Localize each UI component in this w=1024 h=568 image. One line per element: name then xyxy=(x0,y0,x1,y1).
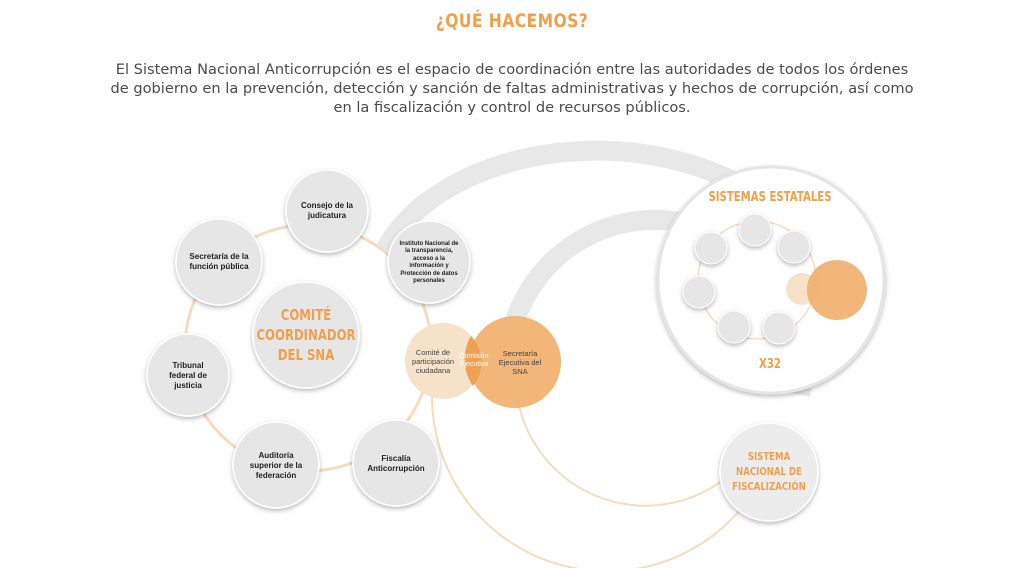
label-secretaria-ejecutiva: Secretaría Ejecutiva del SNA xyxy=(498,348,542,376)
estatales-circle xyxy=(656,165,886,395)
state-node xyxy=(717,310,751,344)
label-auditoria: Auditoría superior de la federación xyxy=(249,451,303,480)
label-fiscalizacion: SISTEMA NACIONAL DE FISCALIZACIÓN xyxy=(732,449,806,493)
venn-overlap xyxy=(464,336,482,386)
node-center xyxy=(252,281,360,389)
node-inai xyxy=(387,220,471,304)
label-inai: Instituto Nacional de la transparencia, … xyxy=(399,240,459,285)
label-comite-coordinador: COMITÉ COORDINADOR DEL SNA xyxy=(256,306,356,364)
gray-arc-outer xyxy=(376,140,777,255)
label-consejo: Consejo de la judicatura xyxy=(300,201,353,220)
page-title: ¿QUÉ HACEMOS? xyxy=(435,10,589,32)
label-comision-ejecutiva: Comisión Ejecutiva xyxy=(459,352,489,369)
connector-arc-right xyxy=(516,394,736,507)
label-secretaria-fp: Secretaría de la función pública xyxy=(189,252,249,271)
label-comite-participacion: Comité de participación ciudadana xyxy=(411,347,455,375)
state-node xyxy=(694,231,728,265)
intro-paragraph: El Sistema Nacional Anticorrupción es el… xyxy=(110,61,914,116)
node-fiscalizacion xyxy=(719,422,819,522)
estatales-title: SISTEMAS ESTATALES xyxy=(708,189,832,205)
node-fiscalia xyxy=(352,419,440,507)
label-fiscalia: Fiscalía Anticorrupción xyxy=(367,454,425,473)
node-tribunal xyxy=(146,333,230,417)
state-node xyxy=(762,311,796,345)
estatales-count: X32 xyxy=(759,356,781,372)
node-consejo xyxy=(285,169,369,253)
state-node xyxy=(738,213,772,247)
venn-left-circle xyxy=(405,323,481,399)
state-node xyxy=(777,230,811,264)
connector-arc-left xyxy=(430,394,741,568)
label-tribunal: Tribunal federal de justicia xyxy=(169,361,207,390)
node-auditoria xyxy=(232,421,320,509)
venn-right-circle xyxy=(469,316,561,408)
state-node-orange xyxy=(807,260,867,320)
state-node xyxy=(682,275,716,309)
node-secretaria-fp xyxy=(175,218,263,306)
